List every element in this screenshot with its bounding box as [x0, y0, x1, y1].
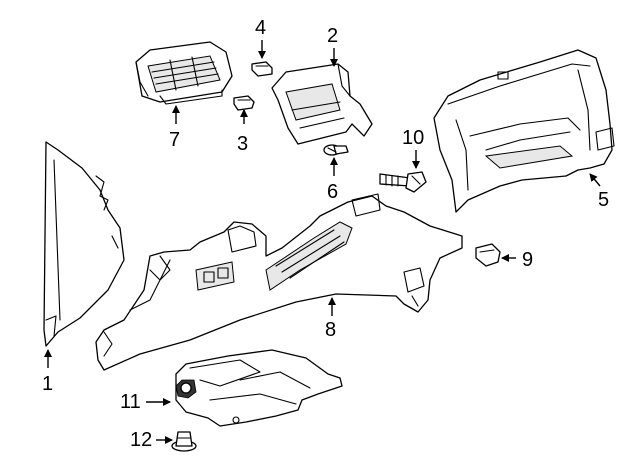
- part-11-insulator-panel[interactable]: [175, 349, 343, 427]
- callout-12: 12: [130, 429, 152, 451]
- part-2-bezel-bracket[interactable]: [271, 63, 373, 145]
- part-12-push-pin[interactable]: [171, 431, 197, 452]
- callout-5: 5: [598, 189, 609, 211]
- part-6-push-pin[interactable]: [323, 144, 349, 156]
- leader-lines: [44, 40, 601, 444]
- callout-8: 8: [325, 319, 336, 341]
- part-9-clip[interactable]: [475, 243, 501, 267]
- callout-2: 2: [327, 25, 338, 47]
- part-1-side-trim-panel[interactable]: [43, 141, 125, 347]
- part-7-air-vent[interactable]: [135, 41, 233, 105]
- part-8-lower-trim-panel[interactable]: [95, 193, 463, 371]
- leader-5: [589, 173, 601, 187]
- part-10-bolt[interactable]: [379, 171, 427, 193]
- callout-9: 9: [522, 249, 533, 271]
- part-4-clip[interactable]: [251, 61, 273, 77]
- callout-3: 3: [237, 133, 248, 155]
- callout-11: 11: [120, 391, 141, 413]
- callout-labels: 1 2 3 4 5 6 7 8 9 10 11 12: [42, 17, 609, 451]
- callout-4: 4: [255, 17, 266, 39]
- callout-10: 10: [402, 127, 424, 149]
- callout-7: 7: [169, 129, 180, 151]
- part-3-clip[interactable]: [233, 95, 255, 111]
- callout-6: 6: [327, 181, 338, 203]
- part-5-cluster-bezel[interactable]: [433, 49, 615, 213]
- callout-1: 1: [42, 373, 53, 395]
